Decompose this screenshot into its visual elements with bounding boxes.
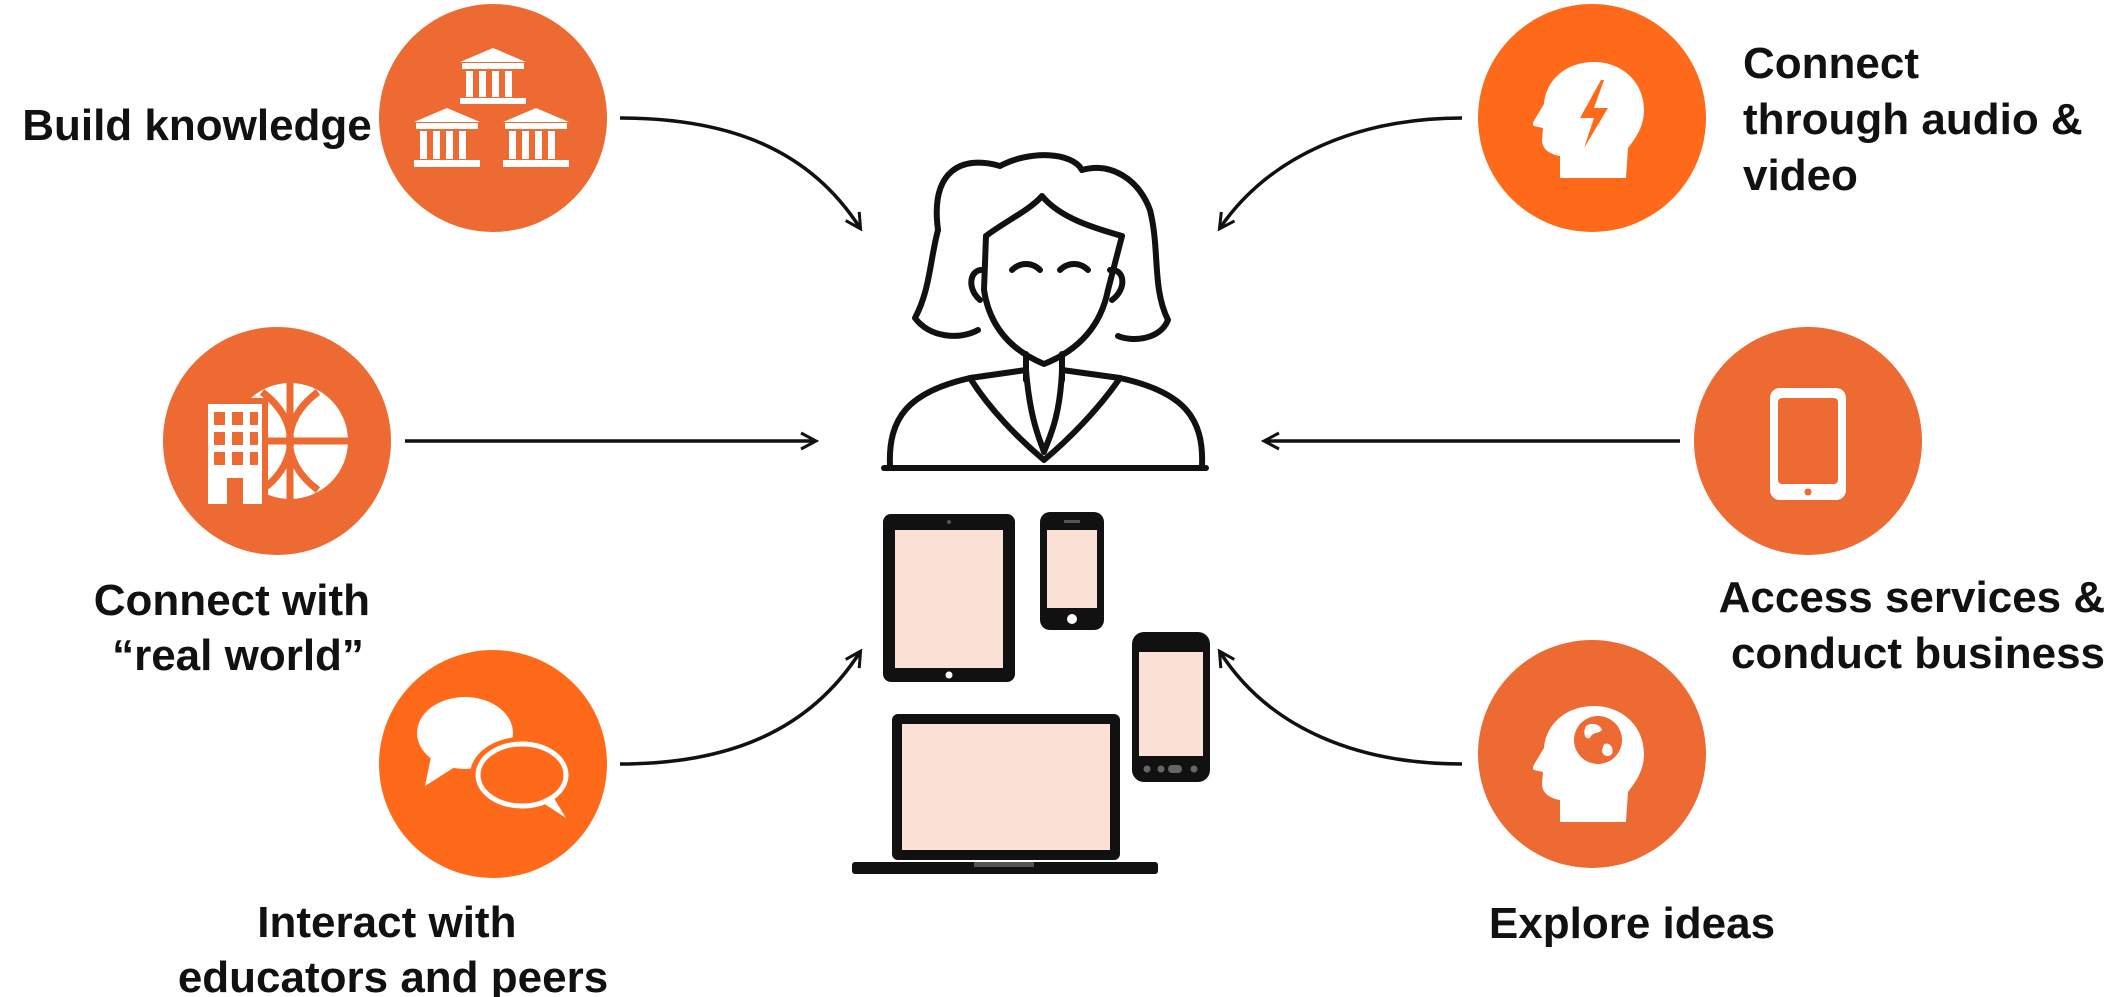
label-interact: Interact with educators and peers: [178, 898, 608, 997]
label-connect-av: Connect through audio & video: [1743, 39, 2095, 200]
node-circle: [379, 4, 607, 232]
tablet-icon: [1770, 388, 1846, 500]
label-connect-real-world: Connect with “real world”: [94, 576, 382, 680]
head-lightning-icon: [1532, 62, 1644, 178]
label-explore-ideas: Explore ideas: [1489, 899, 1775, 948]
speech-bubbles-icon: [417, 697, 574, 818]
arrow-connect-av: [1220, 116, 1463, 228]
bank-buildings-icon: [414, 48, 569, 167]
devices-icon: [852, 512, 1210, 874]
node-explore-ideas: Explore ideas: [1478, 640, 1775, 948]
device-phone-large: [1132, 632, 1210, 782]
node-interact: Interact with educators and peers: [178, 650, 608, 997]
node-access-services: Access services & conduct business: [1694, 327, 2111, 678]
device-laptop: [852, 714, 1158, 874]
woman-icon: [881, 152, 1209, 471]
building-globe-icon: [202, 383, 348, 504]
node-connect-real-world: Connect with “real world”: [94, 327, 391, 680]
arrow-interact: [619, 652, 860, 766]
arrow-build-knowledge: [619, 116, 860, 228]
label-access-services: Access services & conduct business: [1719, 573, 2111, 678]
head-globe-icon: [1532, 706, 1644, 822]
device-phone-small: [1040, 512, 1104, 630]
device-tablet: [883, 514, 1015, 682]
node-build-knowledge: Build knowledge: [22, 4, 607, 232]
arrow-explore-ideas: [1220, 652, 1463, 766]
node-connect-av: Connect through audio & video: [1478, 4, 2095, 232]
label-build-knowledge: Build knowledge: [22, 101, 372, 150]
